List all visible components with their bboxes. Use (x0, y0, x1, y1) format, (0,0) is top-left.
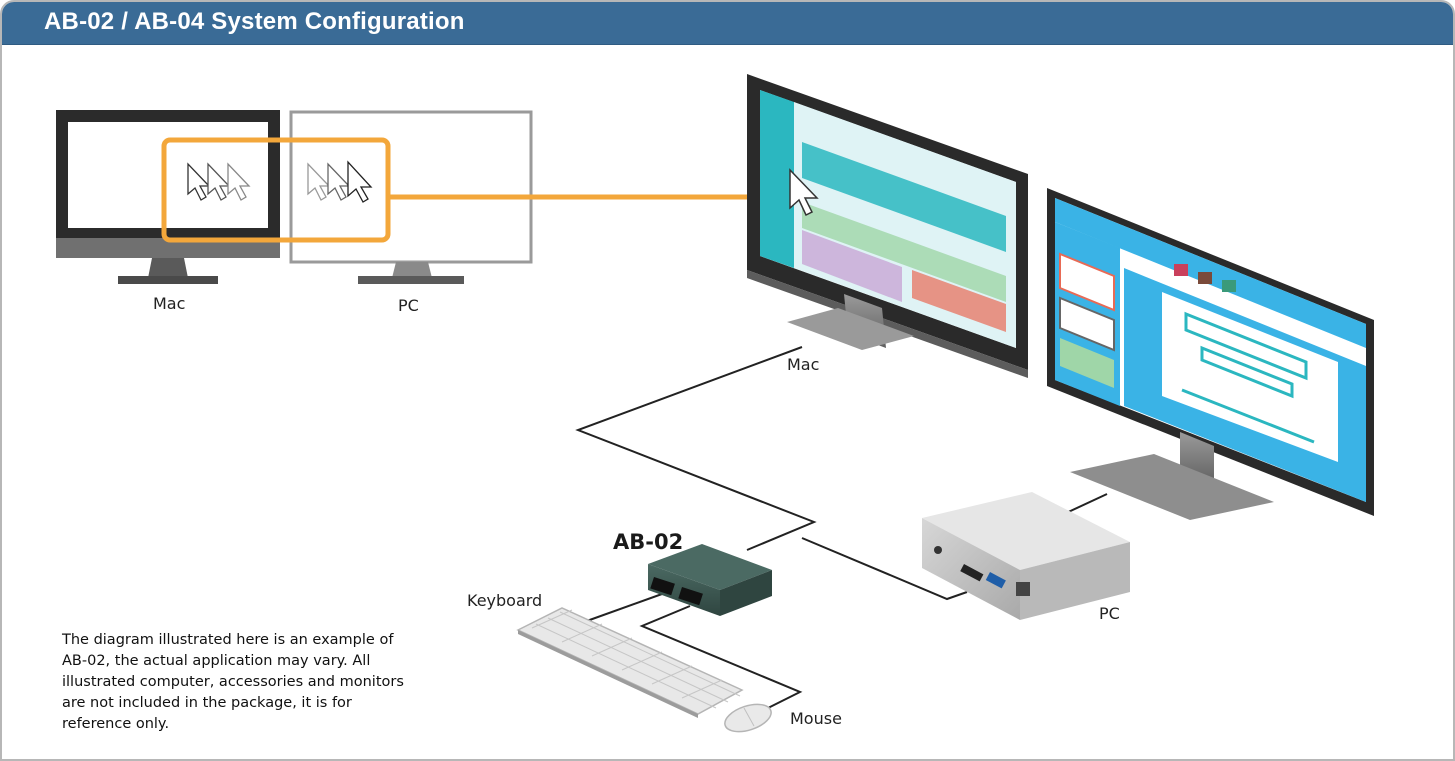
mouse-label: Mouse (790, 709, 842, 728)
ab-02-device (648, 544, 772, 616)
page-title: AB-02 / AB-04 System Configuration (44, 8, 465, 35)
header-bar: AB-02 / AB-04 System Configuration (2, 2, 1453, 45)
small-pc-label: PC (398, 296, 419, 315)
cables (575, 346, 1108, 711)
big-mac-label: Mac (787, 355, 820, 374)
keyboard-label: Keyboard (467, 591, 543, 610)
disclaimer-note: The diagram illustrated here is an examp… (62, 632, 404, 732)
cursor-icon (187, 160, 373, 203)
keyboard (516, 607, 744, 718)
device-label: AB-02 (613, 530, 684, 554)
mini-pc (922, 492, 1130, 620)
big-pc-monitor (1047, 188, 1374, 520)
small-mac-label: Mac (153, 294, 186, 313)
mouse (724, 703, 772, 733)
big-mac-monitor (747, 74, 1028, 378)
big-pc-label: PC (1099, 604, 1120, 623)
